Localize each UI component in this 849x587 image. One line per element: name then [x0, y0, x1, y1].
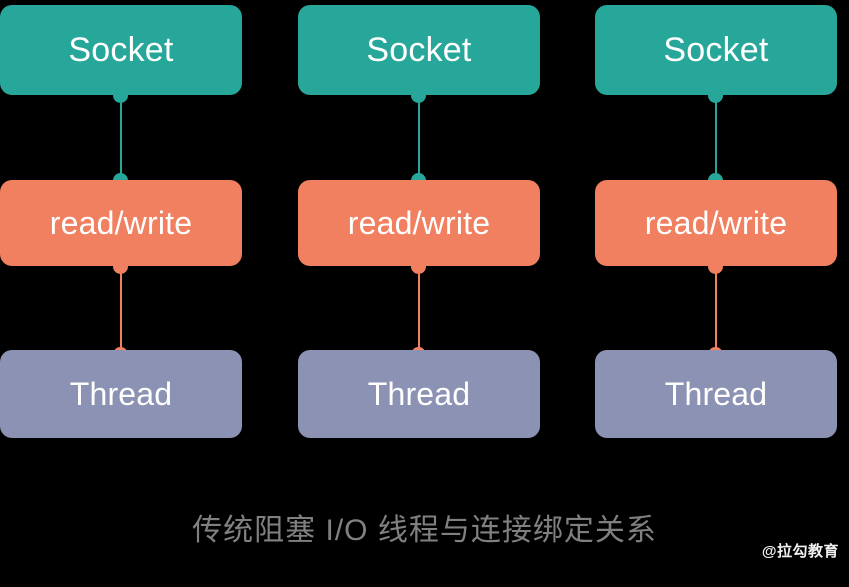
readwrite-to-thread-connector [120, 262, 122, 355]
socket-bottom-dot-icon [708, 88, 723, 103]
readwrite-to-thread-connector [418, 262, 420, 355]
socket-node: Socket [298, 5, 540, 95]
thread-node: Thread [595, 350, 837, 438]
readwrite-bottom-dot-icon [411, 259, 426, 274]
socket-to-readwrite-connector [418, 90, 420, 185]
read-write-node: read/write [595, 180, 837, 266]
socket-bottom-dot-icon [113, 88, 128, 103]
socket-to-readwrite-connector [120, 90, 122, 185]
readwrite-bottom-dot-icon [708, 259, 723, 274]
readwrite-bottom-dot-icon [113, 259, 128, 274]
socket-bottom-dot-icon [411, 88, 426, 103]
diagram-column-3: Socket read/write Thread [595, 0, 837, 460]
socket-node: Socket [595, 5, 837, 95]
diagram-column-2: Socket read/write Thread [298, 0, 540, 460]
thread-node: Thread [298, 350, 540, 438]
readwrite-to-thread-connector [715, 262, 717, 355]
watermark-label: @拉勾教育 [761, 543, 839, 560]
socket-to-readwrite-connector [715, 90, 717, 185]
diagram-caption: 传统阻塞 I/O 线程与连接绑定关系 [192, 514, 657, 547]
read-write-node: read/write [298, 180, 540, 266]
read-write-node: read/write [0, 180, 242, 266]
socket-node: Socket [0, 5, 242, 95]
diagram-column-1: Socket read/write Thread [0, 0, 242, 460]
thread-node: Thread [0, 350, 242, 438]
